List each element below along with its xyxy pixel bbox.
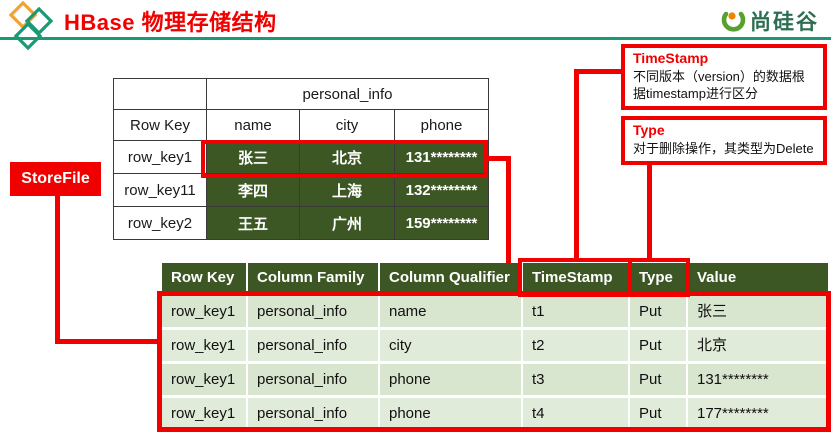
cell-column-family: personal_info: [248, 364, 380, 395]
logical-view-table: personal_info Row Key name city phone ro…: [113, 78, 489, 240]
row1-highlight-box: [201, 140, 488, 178]
brand-logo: 尚硅谷: [720, 6, 819, 36]
storefile-data-highlight-box: [157, 291, 831, 432]
cell-column-family: personal_info: [248, 296, 380, 327]
city-cell: 广州: [299, 206, 395, 240]
physical-table-header: Row Key Column Family Column Qualifier T…: [162, 263, 828, 293]
brand-u-icon: [721, 11, 746, 32]
timestamp-callout-title: TimeStamp: [633, 50, 709, 66]
phone-cell: 159********: [394, 206, 489, 240]
page-title: HBase 物理存储结构: [64, 10, 277, 35]
cell-type: Put: [630, 296, 688, 327]
phone-cell: 131********: [394, 140, 489, 174]
rowkey-cell: row_key2: [113, 206, 207, 240]
diamonds-logo-icon: [8, 0, 54, 51]
cell-column-family: personal_info: [248, 330, 380, 361]
column-family-group-header: personal_info: [206, 78, 489, 110]
row1-connector-horizontal: [486, 156, 511, 161]
table-row: row_key1 personal_info city t2 Put 北京: [162, 330, 828, 361]
timestamp-callout: TimeStamp 不同版本（version）的数据根据timestamp进行区…: [621, 44, 827, 110]
col-header-city: city: [299, 109, 395, 141]
blank-cell: [113, 78, 207, 110]
cell-rowkey: row_key1: [162, 364, 248, 395]
table-row: row_key1 personal_info phone t4 Put 177*…: [162, 398, 828, 429]
type-connector-vertical: [647, 162, 652, 260]
table-row: row_key1 personal_info phone t3 Put 131*…: [162, 364, 828, 395]
name-cell: 王五: [206, 206, 300, 240]
storefile-connector-horizontal: [55, 339, 162, 344]
type-callout: Type 对于删除操作，其类型为Delete: [621, 116, 827, 165]
cell-timestamp: t3: [523, 364, 630, 395]
cell-value: 131********: [688, 364, 828, 395]
cell-column-family: personal_info: [248, 398, 380, 429]
header-divider: [0, 37, 831, 40]
row1-connector-vertical: [506, 156, 511, 263]
brand-text: 尚硅谷: [750, 11, 819, 34]
cell-type: Put: [630, 398, 688, 429]
type-callout-body: 对于删除操作，其类型为Delete: [633, 140, 814, 156]
header-rowkey: Row Key: [162, 263, 248, 293]
cell-rowkey: row_key1: [162, 398, 248, 429]
cell-type: Put: [630, 364, 688, 395]
cell-timestamp: t1: [523, 296, 630, 327]
header-timestamp: TimeStamp: [523, 263, 630, 293]
phone-cell: 132********: [394, 173, 489, 207]
timestamp-connector-horizontal: [574, 69, 621, 74]
type-callout-title: Type: [633, 122, 665, 138]
col-header-rowkey: Row Key: [113, 109, 207, 141]
cell-type: Put: [630, 330, 688, 361]
timestamp-callout-body: 不同版本（version）的数据根据timestamp进行区分: [633, 68, 805, 101]
col-header-name: name: [206, 109, 300, 141]
cell-value: 177********: [688, 398, 828, 429]
storefile-label: StoreFile: [10, 162, 101, 196]
header-column-family: Column Family: [248, 263, 380, 293]
table-row: row_key1 personal_info name t1 Put 张三: [162, 296, 828, 327]
name-cell: 张三: [206, 140, 300, 174]
cell-column-qualifier: name: [380, 296, 523, 327]
table-row: row_key11 李四 上海 132********: [113, 173, 489, 207]
name-cell: 李四: [206, 173, 300, 207]
cell-value: 北京: [688, 330, 828, 361]
cell-column-qualifier: phone: [380, 364, 523, 395]
col-header-phone: phone: [394, 109, 489, 141]
cell-value: 张三: [688, 296, 828, 327]
storefile-connector-vertical: [55, 194, 60, 344]
rowkey-cell: row_key11: [113, 173, 207, 207]
physical-view-table: Row Key Column Family Column Qualifier T…: [162, 263, 828, 429]
rowkey-cell: row_key1: [113, 140, 207, 174]
cell-timestamp: t4: [523, 398, 630, 429]
cell-column-qualifier: phone: [380, 398, 523, 429]
timestamp-connector-vertical: [574, 69, 579, 260]
table-row: row_key2 王五 广州 159********: [113, 206, 489, 240]
cell-rowkey: row_key1: [162, 296, 248, 327]
cell-timestamp: t2: [523, 330, 630, 361]
cell-rowkey: row_key1: [162, 330, 248, 361]
header-value: Value: [688, 263, 828, 293]
header-column-qualifier: Column Qualifier: [380, 263, 523, 293]
city-cell: 上海: [299, 173, 395, 207]
cell-column-qualifier: city: [380, 330, 523, 361]
header-type: Type: [630, 263, 688, 293]
table-row: row_key1 张三 北京 131********: [113, 140, 489, 174]
